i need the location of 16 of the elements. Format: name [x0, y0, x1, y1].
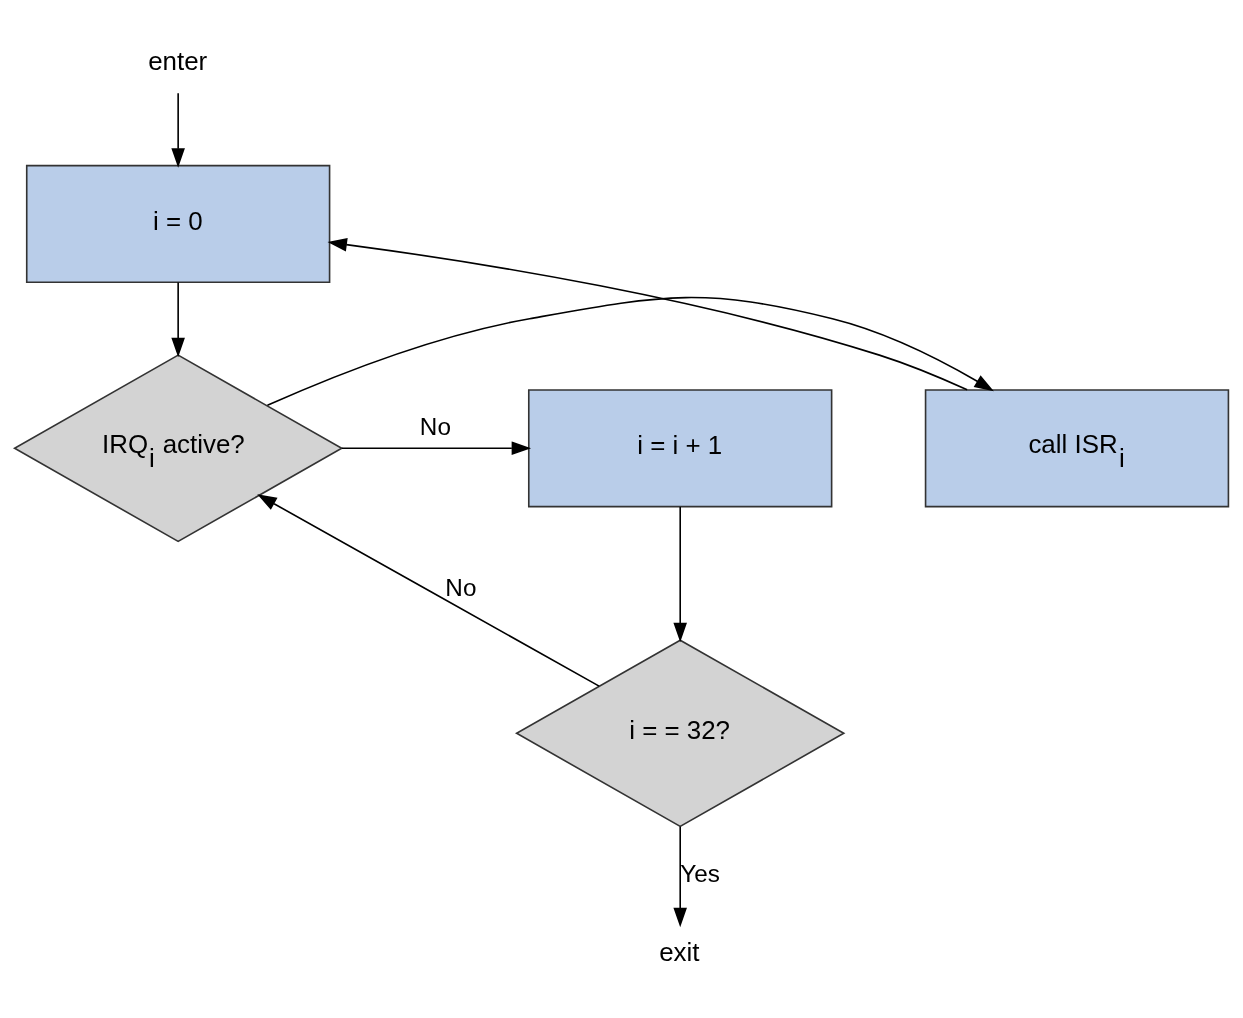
edge-label: No — [445, 574, 477, 602]
arrow — [171, 281, 185, 358]
edge-label: Yes — [680, 859, 720, 887]
arrow — [673, 825, 688, 928]
arrow — [341, 441, 532, 456]
node-box: i = 0 — [25, 164, 331, 284]
arrow — [171, 92, 185, 168]
node-text: enter — [148, 46, 208, 75]
arrow — [673, 506, 688, 643]
node-diamond: i = = 32? — [515, 639, 846, 828]
node-box: i = i + 1 — [527, 389, 833, 508]
node-text: exit — [659, 937, 700, 966]
edge-label: No — [419, 413, 451, 441]
arrow — [266, 296, 994, 407]
arrow — [327, 237, 968, 391]
arrow — [257, 494, 600, 687]
